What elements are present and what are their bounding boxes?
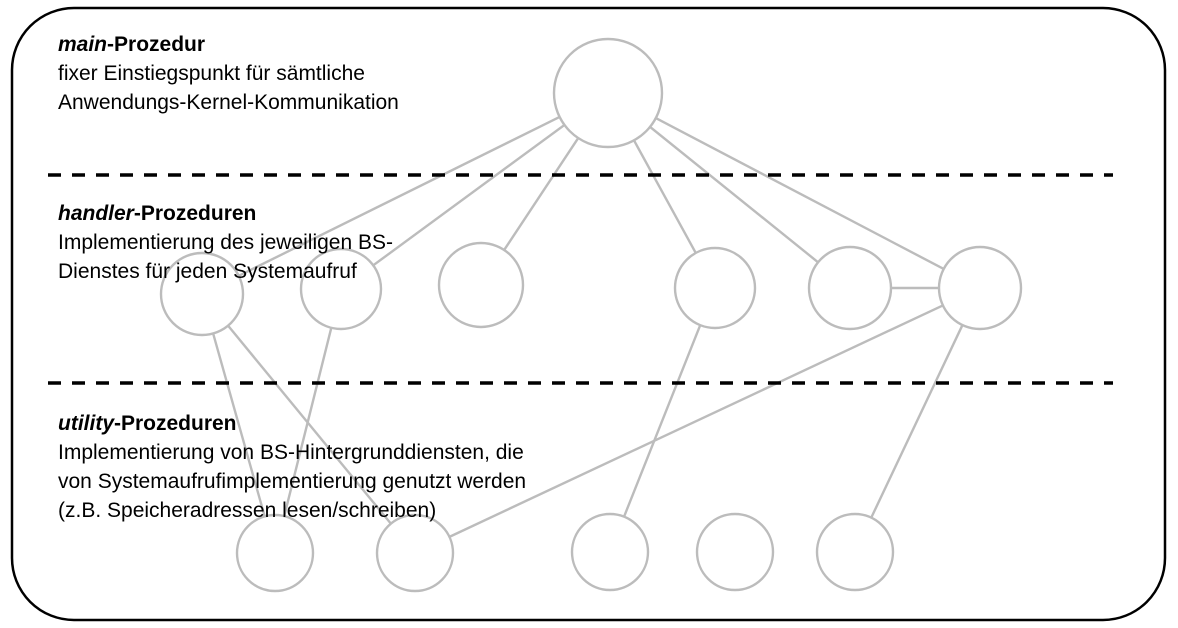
edge-m1-h1: [238, 115, 561, 277]
node-u5[interactable]: [815, 512, 895, 592]
block-body-utility-line1: Implementierung von BS-Hintergrunddienst…: [58, 441, 524, 464]
edge-m1-h3: [503, 137, 580, 251]
edge-h2-u1: [283, 327, 333, 517]
edge-m1-h2: [372, 123, 566, 267]
block-body-utility-line2: von Systemaufrufimplementierung genutzt …: [58, 470, 527, 493]
block-body-main-line1: fixer Einstiegspunkt für sämtliche: [58, 62, 365, 85]
edge-h4-u3: [622, 324, 702, 518]
text-block-main: main-Prozedur fixer Einstiegspunkt für s…: [58, 30, 399, 117]
edge-h1-u2: [227, 324, 392, 525]
dividers-group: [48, 173, 1113, 385]
edge-h6-u5: [870, 324, 964, 519]
node-h2[interactable]: [299, 247, 383, 331]
node-u3[interactable]: [570, 512, 650, 592]
block-title-emphasis-main: main: [58, 33, 108, 56]
node-h6[interactable]: [937, 245, 1023, 331]
text-block-handler: handler-Prozeduren Implementierung des j…: [58, 199, 393, 286]
node-m1[interactable]: [552, 37, 664, 149]
node-u4[interactable]: [695, 512, 775, 592]
node-u1[interactable]: [235, 513, 315, 593]
edge-m1-h6: [655, 117, 945, 271]
nodes-group: [159, 37, 1023, 593]
block-title-emphasis-utility: utility: [58, 412, 114, 435]
block-title-rest-utility: -Prozeduren: [114, 412, 237, 435]
edges-group: [211, 115, 964, 538]
edge-h6-u2: [448, 304, 944, 538]
block-title-emphasis-handler: handler: [58, 202, 134, 225]
node-h3[interactable]: [437, 241, 525, 329]
text-block-utility: utility-Prozeduren Implementierung von B…: [58, 409, 526, 525]
edge-m1-h4: [632, 139, 697, 254]
edge-h1-u1: [211, 333, 266, 517]
node-u2[interactable]: [375, 513, 455, 593]
node-h1[interactable]: [159, 251, 245, 337]
node-h4[interactable]: [673, 246, 757, 330]
block-title-utility: utility-Prozeduren: [58, 409, 526, 438]
block-title-handler: handler-Prozeduren: [58, 199, 393, 228]
edge-m1-h5: [649, 125, 819, 264]
block-body-handler-line1: Implementierung des jeweiligen BS-: [58, 231, 394, 254]
block-title-rest-handler: -Prozeduren: [133, 202, 257, 225]
block-body-handler-line2: Dienstes für jeden Systemaufruf: [58, 260, 357, 283]
rounded-frame: [10, 6, 1167, 622]
node-h5[interactable]: [807, 245, 893, 331]
block-body-main-line2: Anwendungs-Kernel-Kommunikation: [58, 91, 399, 114]
block-body-utility-line3: (z.B. Speicheradressen lesen/schreiben): [58, 499, 437, 522]
block-title-main: main-Prozedur: [58, 30, 399, 59]
block-title-rest-main: -Prozedur: [107, 33, 206, 56]
